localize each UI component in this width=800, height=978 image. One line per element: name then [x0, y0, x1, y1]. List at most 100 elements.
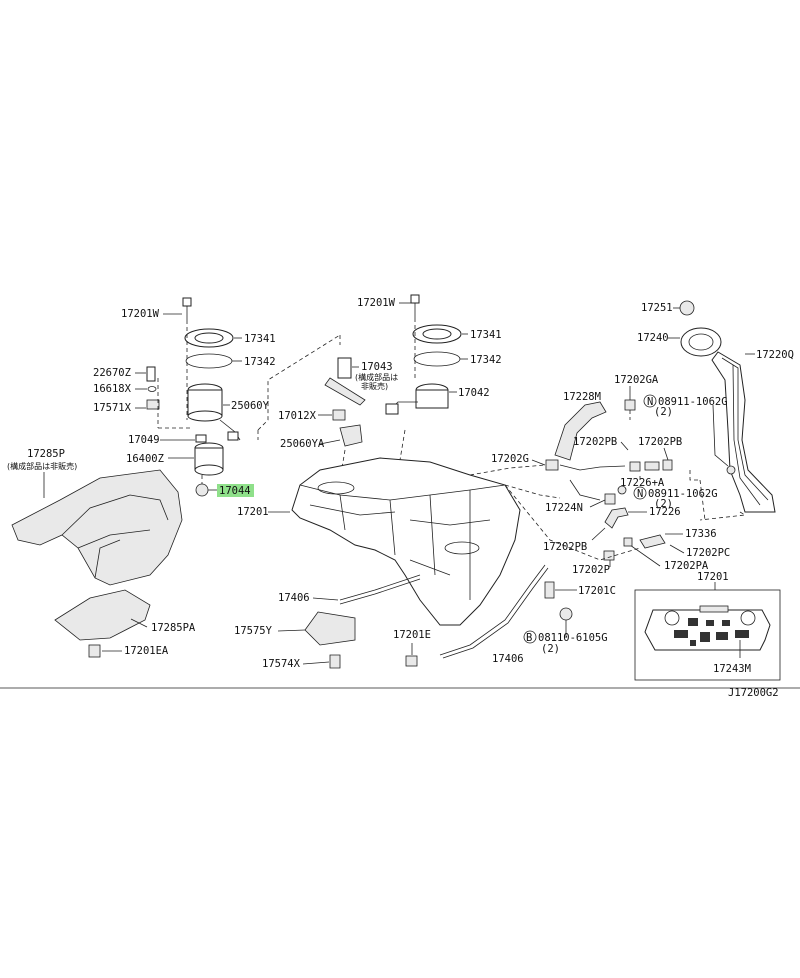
vent-hose-17228M-shape [554, 401, 607, 461]
hose-17226-shape [604, 507, 629, 529]
tank-strap-right-shape [439, 564, 549, 659]
label-17285PA[interactable]: 17285PA [151, 622, 196, 634]
filler-group: 17251 17240 17220Q 17228M 17202GA N 0891… [469, 300, 794, 576]
label-17341-mid[interactable]: 17341 [470, 329, 502, 341]
label-17202PB-a[interactable]: 17202PB [573, 436, 617, 448]
fuel-filter-icon [194, 442, 224, 476]
label-17251[interactable]: 17251 [641, 302, 673, 314]
label-25060Y[interactable]: 25060Y [231, 400, 270, 412]
heat-shield-17285PA-shape [54, 589, 151, 641]
filler-tube-shape [711, 351, 776, 513]
label-17202PA[interactable]: 17202PA [664, 560, 709, 572]
label-17571X[interactable]: 17571X [93, 402, 132, 414]
label-17049[interactable]: 17049 [128, 434, 160, 446]
label-17202PB-b[interactable]: 17202PB [638, 436, 682, 448]
bolt-head-icon [617, 485, 627, 495]
nut-icon [88, 644, 101, 658]
label-17201W-mid[interactable]: 17201W [357, 297, 396, 309]
label-17406-b[interactable]: 17406 [492, 653, 524, 665]
strainer-icon [195, 483, 209, 497]
label-08911-1062G-a[interactable]: 08911-1062G [658, 396, 728, 408]
label-22670Z[interactable]: 22670Z [93, 367, 131, 379]
note-17042-1: (構成部品は [355, 372, 398, 382]
label-17341-left[interactable]: 17341 [244, 333, 276, 345]
label-16400Z[interactable]: 16400Z [126, 453, 164, 465]
label-17575Y[interactable]: 17575Y [234, 625, 273, 637]
filler-seal-icon [680, 327, 722, 357]
label-17228M[interactable]: 17228M [563, 391, 601, 403]
highlight-box [217, 484, 254, 497]
hose-piece-icon [662, 459, 673, 471]
clamp-icon [545, 459, 559, 471]
label-08911-1062G-b[interactable]: 08911-1062G [648, 488, 718, 500]
label-08110-6105G[interactable]: 08110-6105G [538, 632, 608, 644]
label-17342-mid[interactable]: 17342 [470, 354, 502, 366]
qty-08110: (2) [541, 643, 560, 655]
inset-frame [634, 589, 781, 681]
label-17574X[interactable]: 17574X [262, 658, 301, 670]
clamp-icon [624, 399, 636, 411]
nut-icon [405, 655, 418, 667]
label-17201EA[interactable]: 17201EA [124, 645, 169, 657]
clamp-icon [603, 550, 615, 561]
circle-n-icon [643, 394, 657, 408]
label-17201-inset[interactable]: 17201 [697, 571, 729, 583]
bolt-icon [544, 581, 555, 599]
diagram-code: J17200G2 [728, 687, 779, 699]
fuel-tank-body-shape [291, 457, 521, 626]
label-17042[interactable]: 17043 [361, 361, 393, 373]
label-17201-main[interactable]: 17201 [237, 506, 269, 518]
label-17224N[interactable]: 17224N [545, 502, 583, 514]
clip-icon [332, 409, 346, 421]
label-17336[interactable]: 17336 [685, 528, 717, 540]
label-17220Q[interactable]: 17220Q [756, 349, 794, 361]
clamp-icon [623, 537, 633, 547]
symbol-n-b: N [637, 488, 643, 500]
note-17042-2: 非販売) [361, 381, 388, 391]
hose-piece-icon [644, 461, 660, 471]
label-17240[interactable]: 17240 [637, 332, 669, 344]
sensor-icon [146, 366, 156, 382]
label-17226[interactable]: 17226 [649, 506, 681, 518]
label-16618X[interactable]: 16618X [93, 383, 132, 395]
symbol-b: B [526, 632, 532, 644]
note-17285P: (構成部品は非販売) [7, 461, 77, 471]
label-17043[interactable]: 17012X [278, 410, 317, 422]
label-17406-a[interactable]: 17406 [278, 592, 310, 604]
label-25060YA[interactable]: 17042 [458, 387, 490, 399]
label-17201W-left[interactable]: 17201W [121, 308, 160, 320]
label-17285P[interactable]: 17285P [27, 448, 65, 460]
fuel-sender-icon [385, 383, 449, 415]
label-17202G[interactable]: 17202G [491, 453, 529, 465]
label-17243M[interactable]: 17243M [713, 663, 751, 675]
fuel-pump-unit-icon [187, 383, 241, 441]
qty-08911-b: (2) [654, 498, 673, 510]
filler-cap-icon [679, 300, 695, 316]
clamp-icon [604, 493, 616, 505]
label-17201C[interactable]: 17201C [578, 585, 616, 597]
qty-08911-a: (2) [654, 406, 673, 418]
label-17202GA[interactable]: 17202GA [614, 374, 659, 386]
label-17201E[interactable]: 17201E [393, 629, 431, 641]
label-17202PB-c[interactable]: 17202PB [543, 541, 587, 553]
bolt-icon [182, 297, 192, 320]
label-17202P[interactable]: 17202P [572, 564, 610, 576]
label-17044[interactable]: 17044 [219, 485, 251, 497]
inset-17243M: 17201 17243M [634, 571, 781, 681]
o-ring-icon [185, 353, 233, 369]
label-plate-shape [644, 609, 771, 651]
bolt-icon [410, 294, 420, 318]
jet-pump-icon [324, 357, 366, 406]
bolt-head-icon [726, 465, 736, 475]
bolt-head-icon [559, 607, 573, 621]
clip-icon [329, 654, 341, 669]
fuel-tank-group: 17201W 17341 17342 17042 17043 (構成部品は 非販 [234, 294, 616, 670]
circle-n-icon [633, 486, 647, 500]
symbol-n-a: N [647, 396, 653, 408]
tank-strap-left-shape [339, 574, 421, 601]
label-17226A[interactable]: 17226+A [620, 477, 665, 489]
label-17342-left[interactable]: 17342 [244, 356, 276, 368]
label-17012X[interactable]: 25060YA [280, 438, 325, 450]
label-17202PC[interactable]: 17202PC [686, 547, 730, 559]
circle-b-icon [523, 630, 537, 644]
